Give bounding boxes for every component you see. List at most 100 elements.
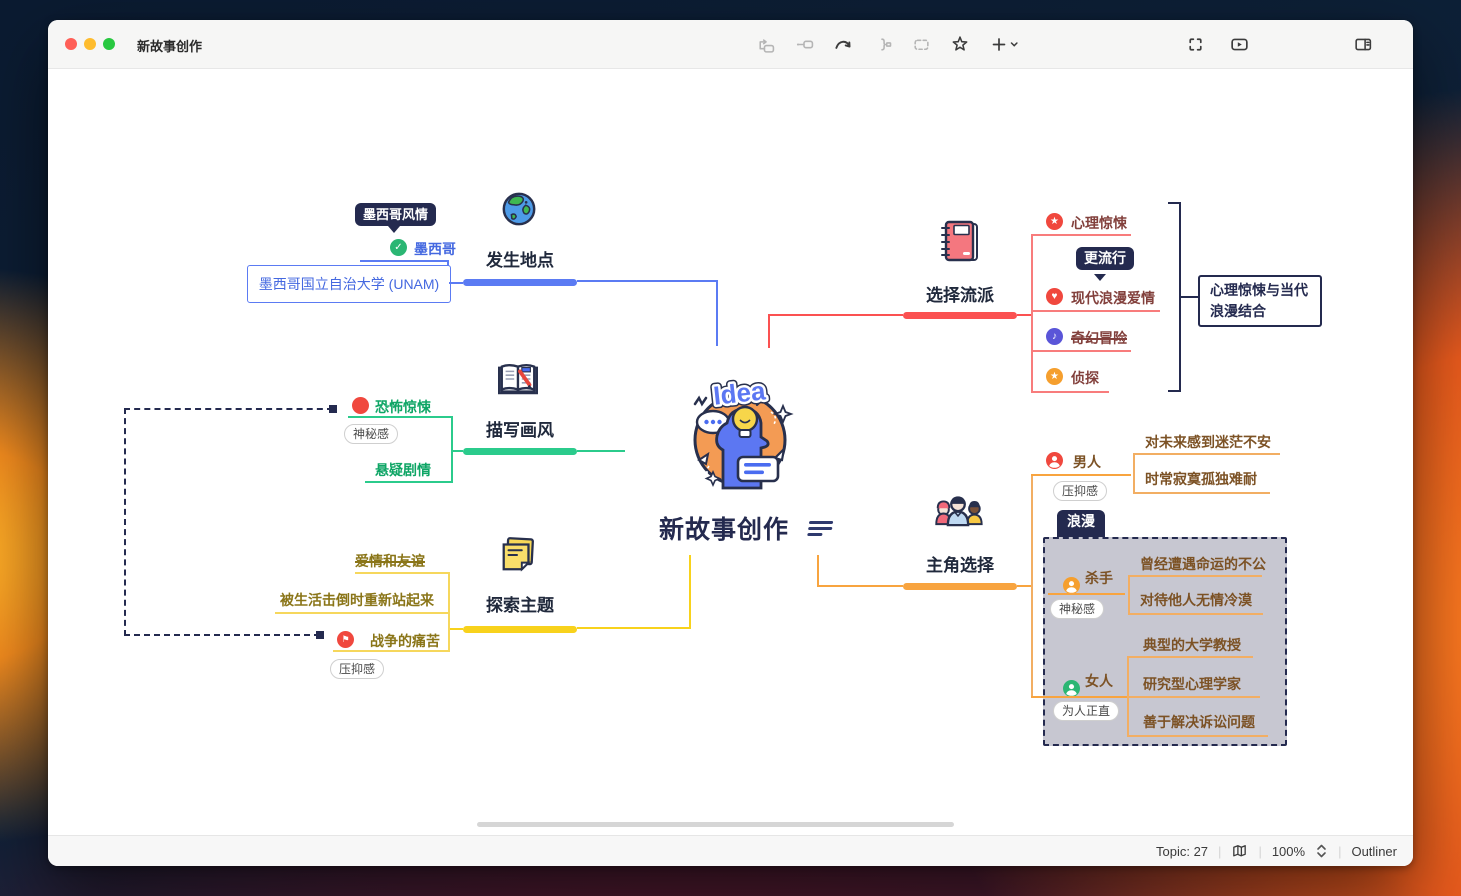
relationship-line[interactable] <box>124 634 320 636</box>
tag-upright[interactable]: 为人正直 <box>1053 701 1120 721</box>
branch-protagonist-label[interactable]: 主角选择 <box>926 556 994 575</box>
branch-location-label[interactable]: 发生地点 <box>486 251 554 270</box>
app-window: 新故事创作 <box>48 20 1413 866</box>
star-marker-icon[interactable]: ★ <box>1046 368 1063 385</box>
summary-topic[interactable]: 心理惊悚与当代浪漫结合 <box>1198 275 1322 327</box>
connector-line <box>1031 234 1131 236</box>
person-marker-icon[interactable] <box>1046 452 1063 469</box>
branch-location-bar[interactable] <box>463 279 577 286</box>
branch-style-bar[interactable] <box>463 448 577 455</box>
tag-mystery[interactable]: 神秘感 <box>344 424 399 444</box>
connector-line <box>577 627 691 629</box>
detail-man-2[interactable]: 时常寂寞孤独难耐 <box>1145 471 1257 487</box>
summary-bracket <box>1179 202 1181 392</box>
topic-psych-thriller[interactable]: 心理惊悚 <box>1071 215 1127 231</box>
detail-killer-1[interactable]: 曾经遭遇命运的不公 <box>1140 556 1266 572</box>
star-marker-icon[interactable]: ★ <box>1046 213 1063 230</box>
tag-oppressive[interactable]: 压抑感 <box>330 659 385 679</box>
flag-marker-icon[interactable]: ⚑ <box>337 631 354 648</box>
toolbar-main <box>754 32 1022 56</box>
callout-mexico-style[interactable]: 墨西哥风情 <box>355 203 437 226</box>
callout-more-popular[interactable]: 更流行 <box>1076 247 1134 270</box>
topic-suspense[interactable]: 悬疑剧情 <box>375 462 431 478</box>
outliner-button[interactable]: Outliner <box>1351 843 1397 859</box>
topic-killer[interactable]: 杀手 <box>1085 570 1113 586</box>
connector-line <box>365 481 453 483</box>
topic-fantasy-adventure[interactable]: 奇幻冒险 <box>1071 330 1127 346</box>
connector-line <box>449 282 463 284</box>
person-marker-icon[interactable] <box>1063 577 1080 594</box>
branch-theme-bar[interactable] <box>463 626 577 633</box>
close-button[interactable] <box>65 38 77 50</box>
branch-theme-label[interactable]: 探索主题 <box>486 596 554 615</box>
divider: | <box>1258 843 1262 859</box>
branch-genre-bar[interactable] <box>903 312 1017 319</box>
format-panel-icon[interactable] <box>1352 33 1374 55</box>
branch-protagonist-bar[interactable] <box>903 583 1017 590</box>
check-marker-icon[interactable]: ✓ <box>390 239 407 256</box>
relationship-line[interactable] <box>124 408 126 636</box>
topic-unam[interactable]: 墨西哥国立自治大学 (UNAM) <box>247 265 451 303</box>
insert-topic-before-icon[interactable] <box>754 33 776 55</box>
connector-line <box>689 555 691 629</box>
detail-woman-2[interactable]: 研究型心理学家 <box>1143 676 1241 692</box>
boundary-icon[interactable] <box>910 33 932 55</box>
connector-line <box>1133 453 1280 455</box>
music-note-marker-icon[interactable]: ♪ <box>1046 328 1063 345</box>
branch-genre-label[interactable]: 选择流派 <box>926 286 994 305</box>
connector-line <box>451 450 463 452</box>
zoom-level[interactable]: 100% <box>1271 843 1306 859</box>
toolbar-panel <box>1352 32 1374 56</box>
central-idea-illustration[interactable]: Idea Idea Idea <box>683 370 798 494</box>
connector-line <box>1017 585 1031 587</box>
relationship-line[interactable] <box>124 408 333 410</box>
connector-line <box>448 572 450 652</box>
topic-horror[interactable]: 恐怖惊悚 <box>375 399 431 415</box>
horizontal-scrollbar[interactable] <box>477 822 954 827</box>
topic-love-friendship[interactable]: 爱情和友谊 <box>355 553 425 569</box>
detail-man-1[interactable]: 对未来感到迷茫不安 <box>1145 434 1271 450</box>
idea-text: Idea <box>712 375 767 410</box>
topic-war-pain[interactable]: 战争的痛苦 <box>370 633 440 649</box>
connector-line <box>1031 696 1127 698</box>
topic-man[interactable]: 男人 <box>1073 454 1101 470</box>
central-topic[interactable]: 新故事创作 <box>658 516 789 544</box>
connector-line <box>1031 475 1033 697</box>
relationship-endpoint[interactable] <box>316 631 324 639</box>
topic-mexico[interactable]: 墨西哥 <box>414 241 456 257</box>
heart-marker-icon[interactable]: ♥ <box>1046 288 1063 305</box>
connector-line <box>1031 235 1033 393</box>
connector-line <box>577 280 718 282</box>
connector-line <box>1031 310 1160 312</box>
topic-rise-again[interactable]: 被生活击倒时重新站起来 <box>280 592 434 608</box>
minimize-button[interactable] <box>84 38 96 50</box>
relationship-endpoint[interactable] <box>329 405 337 413</box>
person-marker-icon[interactable] <box>1063 680 1080 697</box>
connector-line <box>1133 454 1135 494</box>
detail-woman-1[interactable]: 典型的大学教授 <box>1143 637 1241 653</box>
connector-line <box>348 416 453 418</box>
insert-subtopic-icon[interactable] <box>793 33 815 55</box>
overview-map-icon[interactable] <box>1231 843 1248 859</box>
topic-detective[interactable]: 侦探 <box>1071 370 1099 386</box>
notes-icon[interactable] <box>807 521 836 539</box>
tag-oppressive[interactable]: 压抑感 <box>1053 481 1108 501</box>
detail-killer-2[interactable]: 对待他人无情冷漠 <box>1140 592 1252 608</box>
zoom-button[interactable] <box>103 38 115 50</box>
topic-modern-romance[interactable]: 现代浪漫爱情 <box>1071 290 1155 306</box>
presentation-play-icon[interactable] <box>1228 33 1250 55</box>
relationship-icon[interactable] <box>832 33 854 55</box>
boundary-label-romance[interactable]: 浪漫 <box>1057 510 1105 538</box>
branch-style-label[interactable]: 描写画风 <box>486 421 554 440</box>
pitch-mode-icon[interactable] <box>1184 33 1206 55</box>
summary-icon[interactable] <box>871 33 893 55</box>
marker-star-icon[interactable] <box>949 33 971 55</box>
red-dot-marker-icon[interactable] <box>352 397 369 414</box>
detail-woman-3[interactable]: 善于解决诉讼问题 <box>1143 714 1255 730</box>
zoom-stepper-icon[interactable] <box>1315 843 1328 859</box>
divider: | <box>1338 843 1342 859</box>
topic-woman[interactable]: 女人 <box>1085 673 1113 689</box>
insert-plus-icon[interactable] <box>988 33 1022 55</box>
tag-mystery[interactable]: 神秘感 <box>1050 599 1105 619</box>
connector-line <box>1127 735 1268 737</box>
